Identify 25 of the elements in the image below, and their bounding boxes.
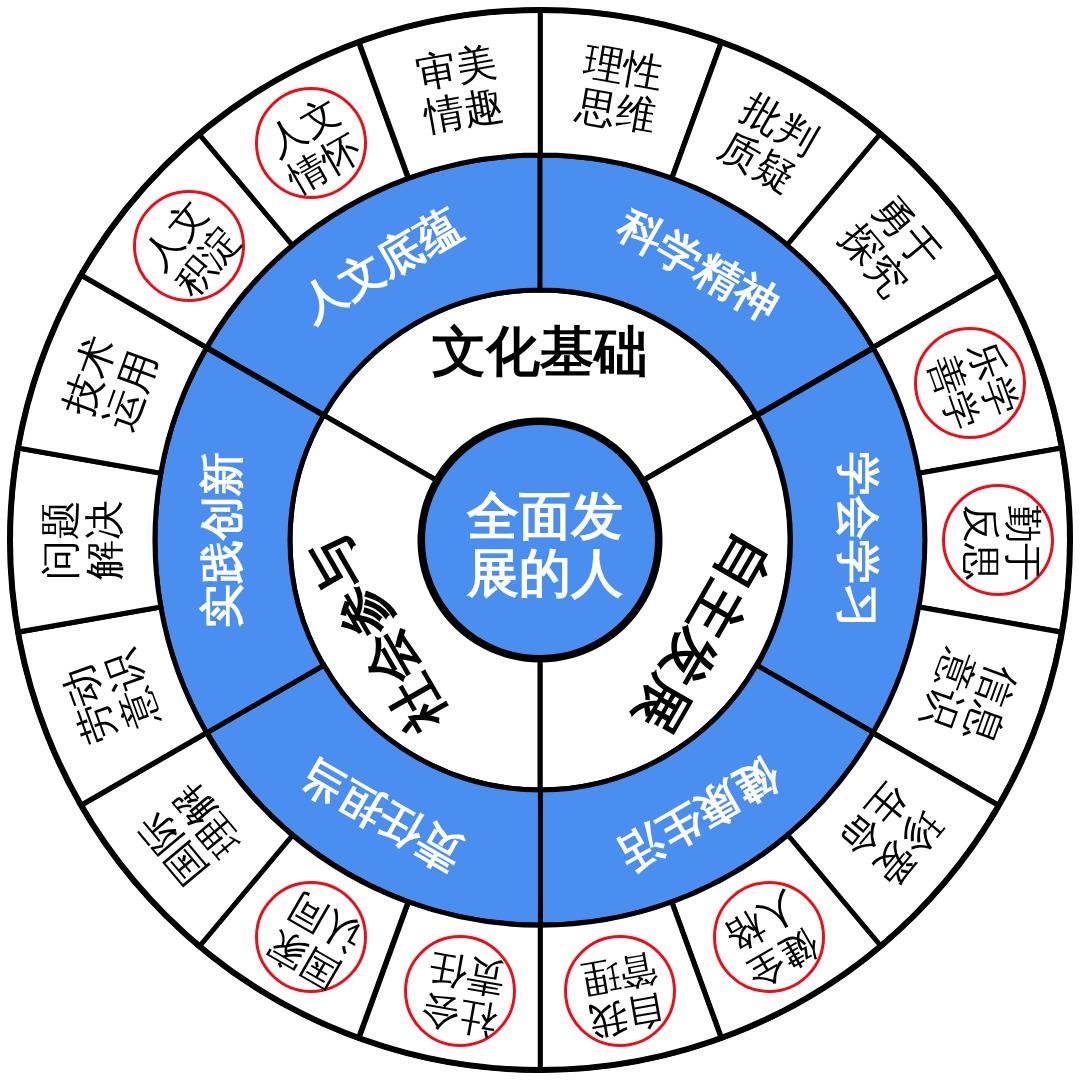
center-title: 全面发展的人 [465,487,624,603]
segment-label: 勤于反思 [959,504,1043,583]
segment-label: 劳动意识 [53,642,166,752]
segment-label: 审美情趣 [412,38,509,140]
segment-label: 理性思维 [571,38,668,140]
segment-label: 问题解决 [38,499,126,582]
segment-label: 信息意识 [914,642,1027,752]
segment-label: 人文积淀 [134,191,250,306]
segment-label: 责任担当 [290,748,471,885]
segment-label: 批判质疑 [710,84,828,203]
segment-label: 学会学习 [833,451,883,630]
segment-label: 国际理解 [128,773,250,895]
segment-label: 国家认同 [258,883,369,996]
segment-label: 乐学善学 [920,334,1027,439]
segment-label: 自我管理 [576,945,669,1043]
segment-label: 健康生活 [609,748,790,885]
segment-label: 人文情怀 [258,90,369,203]
segment-label: 实践创新 [197,451,247,630]
segment-label: 勇于探究 [830,185,952,307]
segment-label: 珍爱生命 [830,773,952,895]
segment-label: 社会责任 [417,945,510,1043]
segment-label: 社会参与 [294,523,460,746]
segment-label: 文化基础 [431,322,649,382]
segment-label: 健全人格 [717,883,828,996]
segment-label: 技术运用 [53,329,166,438]
